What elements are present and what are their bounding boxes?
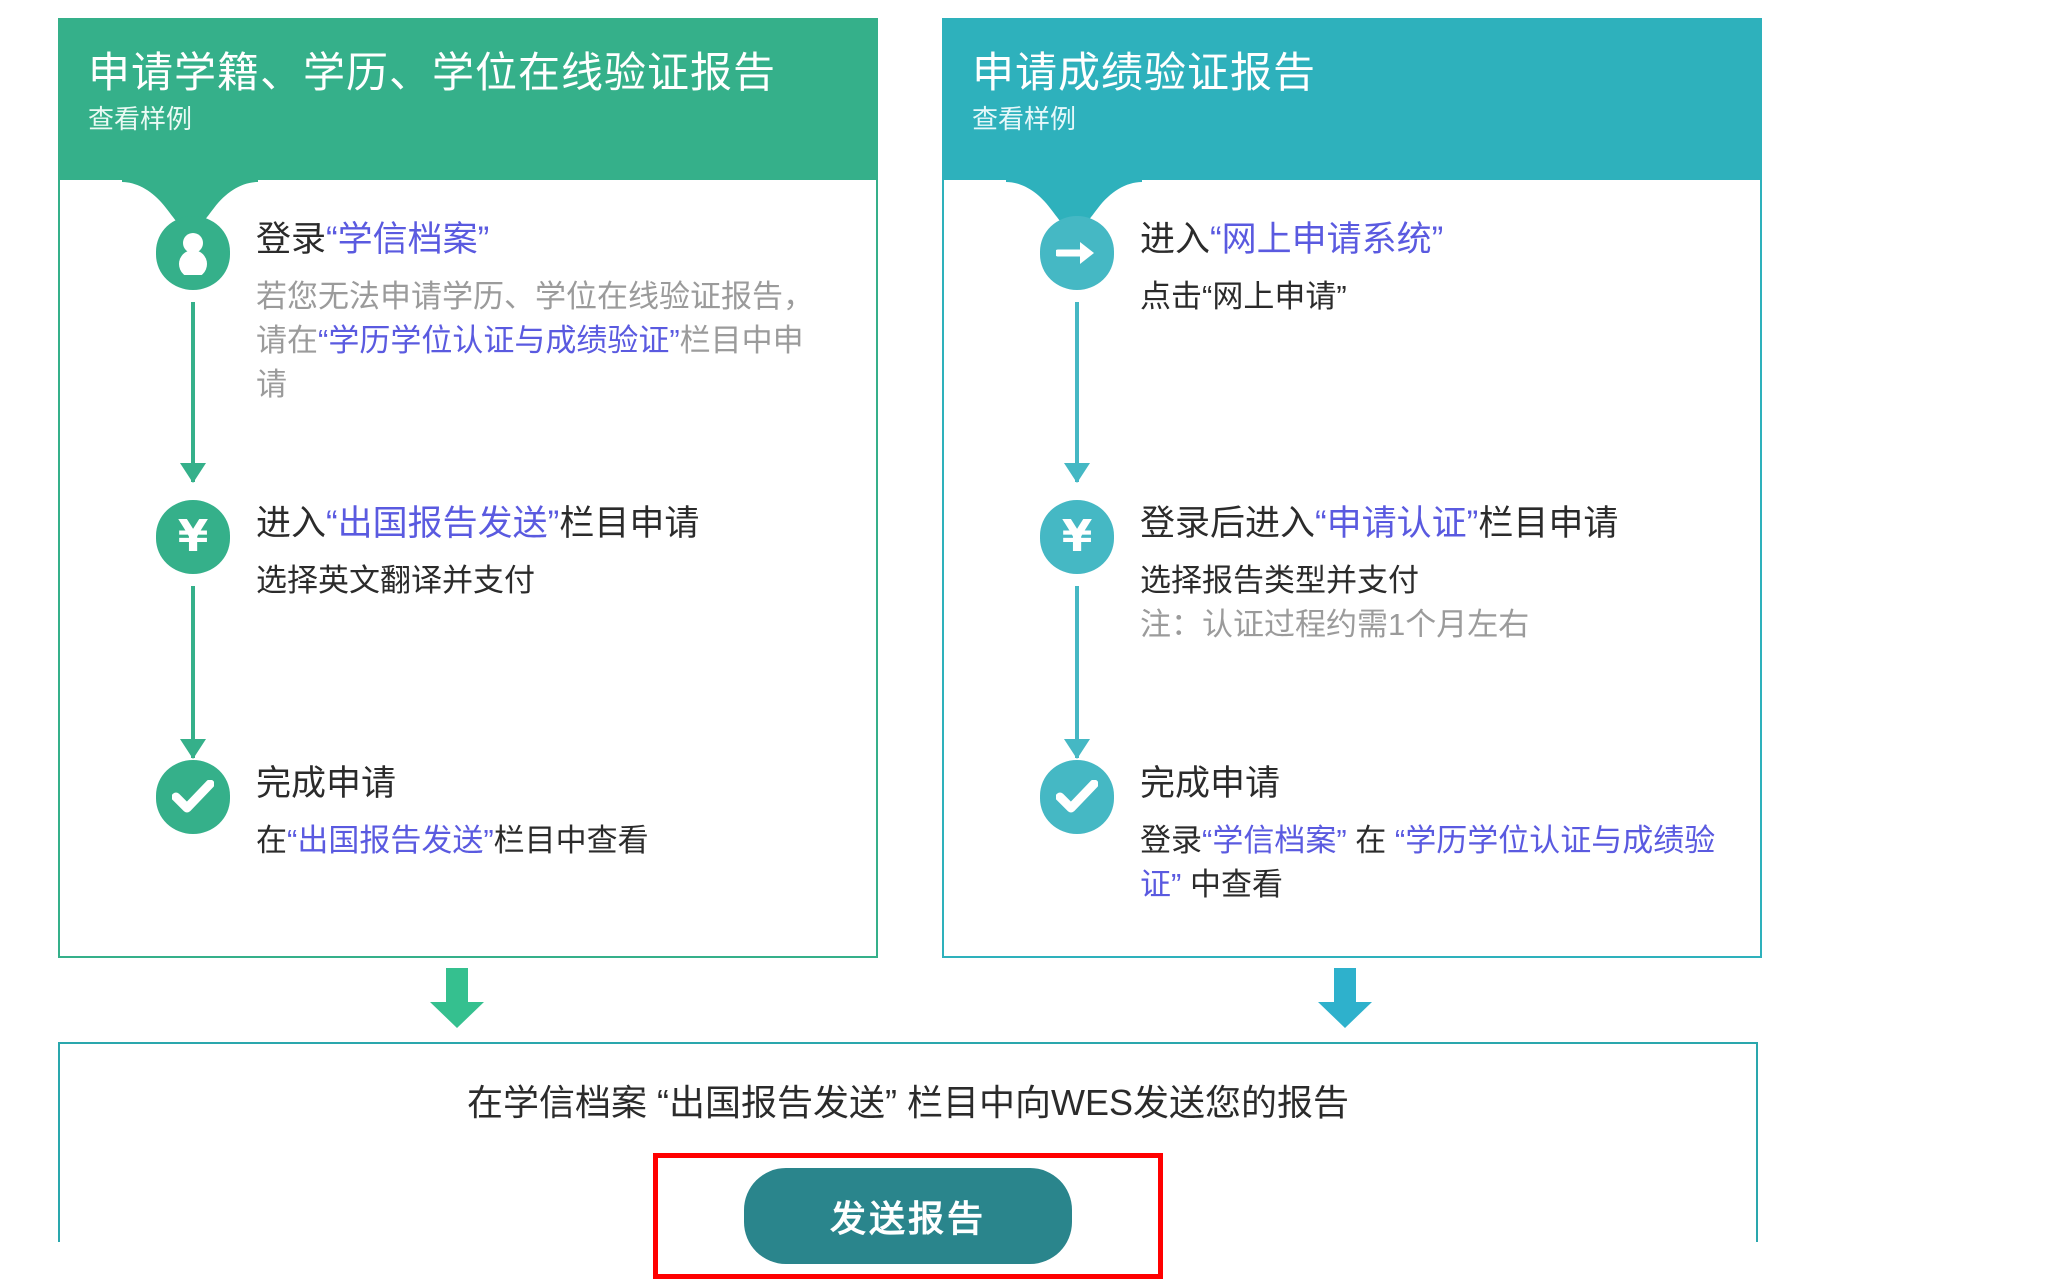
- view-sample-link[interactable]: 查看样例: [972, 103, 1077, 134]
- desc-link[interactable]: “学历学位认证与成绩验证”: [318, 322, 680, 358]
- step-description: 在“出国报告发送”栏目中查看: [256, 819, 649, 863]
- step-item: 进入“网上申请系统” 点击“网上申请”: [944, 216, 1760, 416]
- step-title-tail: 栏目申请: [559, 504, 700, 543]
- send-report-instruction: 在学信档案 “出国报告发送” 栏目中向WES发送您的报告: [467, 1082, 1349, 1123]
- step-title: 进入“出国报告发送”栏目申请: [256, 502, 699, 547]
- desc-link[interactable]: “出国报告发送”: [287, 822, 494, 858]
- card-header: 申请学籍、学历、学位在线验证报告 查看样例: [60, 20, 876, 236]
- desc-post-2: 中查看: [1181, 866, 1283, 902]
- step-text: 登录后进入“申请认证”栏目申请 选择报告类型并支付 注：认证过程约需1个月左右: [1140, 500, 1618, 647]
- yen-icon: ¥: [1040, 500, 1114, 574]
- step-text: 进入“出国报告发送”栏目申请 选择英文翻译并支付: [256, 500, 699, 603]
- desc-pre: 选择报告类型并支付: [1140, 562, 1419, 598]
- step-title-plain: 登录后进入: [1140, 504, 1316, 543]
- send-button-highlight: 发送报告: [652, 1152, 1163, 1279]
- desc-pre: 登录: [1140, 822, 1202, 858]
- step-note: 注：认证过程约需1个月左右: [1140, 606, 1530, 642]
- step-text: 完成申请 登录“学信档案” 在 “学历学位认证与成绩验证” 中查看: [1140, 760, 1740, 907]
- step-item: ¥ 进入“出国报告发送”栏目申请 选择英文翻译并支付: [60, 500, 876, 684]
- step-title-plain: 完成申请: [256, 764, 397, 803]
- step-title-link[interactable]: “网上申请系统”: [1210, 220, 1444, 259]
- step-title: 进入“网上申请系统”: [1140, 218, 1443, 263]
- card-degree-verification: 申请学籍、学历、学位在线验证报告 查看样例: [58, 18, 878, 958]
- step-connector: [180, 586, 206, 759]
- yen-icon: ¥: [156, 500, 230, 574]
- send-report-button[interactable]: 发送报告: [743, 1167, 1072, 1264]
- step-connector: [1064, 302, 1090, 483]
- card-title: 申请学籍、学历、学位在线验证报告: [88, 49, 777, 96]
- flow-arrow-down-right-icon: [1318, 968, 1372, 1028]
- step-connector: [1064, 586, 1090, 759]
- flow-arrow-down-left-icon: [430, 968, 484, 1028]
- cards-row: 申请学籍、学历、学位在线验证报告 查看样例: [58, 18, 1762, 958]
- step-item: 完成申请 在“出国报告发送”栏目中查看: [60, 760, 876, 940]
- send-report-panel: 在学信档案 “出国报告发送” 栏目中向WES发送您的报告 发送报告: [58, 1042, 1758, 1279]
- desc-link[interactable]: “学信档案”: [1202, 822, 1347, 858]
- card-title: 申请成绩验证报告: [972, 49, 1317, 96]
- desc-link-2[interactable]: “学历学位认证与成绩验证”: [1140, 822, 1716, 902]
- step-title-plain: 进入: [256, 504, 327, 543]
- desc-pre: 若您无法申请学历、学位在线验证报告，请在: [256, 278, 814, 358]
- step-title: 登录“学信档案”: [256, 218, 816, 263]
- step-description: 点击“网上申请”: [1140, 275, 1443, 319]
- step-description: 登录“学信档案” 在 “学历学位认证与成绩验证” 中查看: [1140, 819, 1740, 907]
- view-sample-link[interactable]: 查看样例: [88, 103, 193, 134]
- step-title: 完成申请: [1140, 762, 1740, 807]
- step-text: 进入“网上申请系统” 点击“网上申请”: [1140, 216, 1443, 319]
- step-title-link[interactable]: “申请认证”: [1315, 504, 1479, 543]
- step-item: 登录“学信档案” 若您无法申请学历、学位在线验证报告，请在“学历学位认证与成绩验…: [60, 216, 876, 416]
- step-text: 登录“学信档案” 若您无法申请学历、学位在线验证报告，请在“学历学位认证与成绩验…: [256, 216, 816, 407]
- step-connector: [180, 302, 206, 483]
- desc-post: 栏目中查看: [493, 822, 649, 858]
- step-title-plain: 完成申请: [1140, 764, 1281, 803]
- desc-pre: 在: [256, 822, 287, 858]
- desc-pre: 点击“网上申请”: [1140, 278, 1347, 314]
- card-body: 进入“网上申请系统” 点击“网上申请” ¥ 登录后进入“申请认证”栏目申请 选择…: [944, 180, 1760, 940]
- card-body: 登录“学信档案” 若您无法申请学历、学位在线验证报告，请在“学历学位认证与成绩验…: [60, 180, 876, 940]
- step-title-link[interactable]: “学信档案”: [326, 220, 490, 259]
- check-icon: [156, 760, 230, 834]
- step-title: 登录后进入“申请认证”栏目申请: [1140, 502, 1618, 547]
- step-title-plain: 登录: [256, 220, 327, 259]
- step-item: 完成申请 登录“学信档案” 在 “学历学位认证与成绩验证” 中查看: [944, 760, 1760, 940]
- desc-post: 在: [1346, 822, 1395, 858]
- step-title: 完成申请: [256, 762, 649, 807]
- desc-pre: 选择英文翻译并支付: [256, 562, 535, 598]
- check-icon: [1040, 760, 1114, 834]
- step-text: 完成申请 在“出国报告发送”栏目中查看: [256, 760, 649, 863]
- person-icon: [156, 216, 230, 290]
- step-description: 选择英文翻译并支付: [256, 559, 699, 603]
- step-title-link[interactable]: “出国报告发送”: [326, 504, 560, 543]
- desc-post: 栏目中申请: [256, 322, 804, 402]
- step-title-tail: 栏目申请: [1478, 504, 1619, 543]
- page-root: 申请学籍、学历、学位在线验证报告 查看样例: [58, 18, 1762, 1279]
- step-title-plain: 进入: [1140, 220, 1211, 259]
- card-header: 申请成绩验证报告 查看样例: [944, 20, 1760, 236]
- step-item: ¥ 登录后进入“申请认证”栏目申请 选择报告类型并支付 注：认证过程约需1个月左…: [944, 500, 1760, 684]
- step-description: 若您无法申请学历、学位在线验证报告，请在“学历学位认证与成绩验证”栏目中申请: [256, 275, 816, 407]
- arrow-right-icon: [1040, 216, 1114, 290]
- step-description: 选择报告类型并支付: [1140, 559, 1618, 603]
- card-transcript-verification: 申请成绩验证报告 查看样例: [942, 18, 1762, 958]
